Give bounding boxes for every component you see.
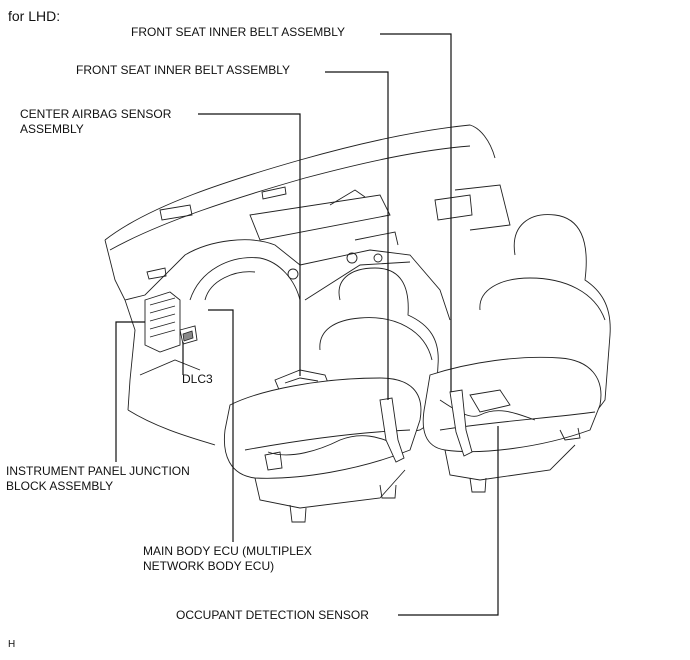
callout-center-airbag-sensor-line2: ASSEMBLY [20,122,84,136]
callout-main-body-ecu: MAIN BODY ECU (MULTIPLEX NETWORK BODY EC… [143,544,312,574]
left-front-seat [223,267,439,523]
callout-dlc3: DLC3 [182,372,213,386]
dashboard [104,124,511,446]
callout-front-seat-inner-belt-1: FRONT SEAT INNER BELT ASSEMBLY [131,25,346,39]
callout-occupant-detection-sensor: OCCUPANT DETECTION SENSOR [176,608,369,622]
callout-front-seat-inner-belt-2: FRONT SEAT INNER BELT ASSEMBLY [76,63,291,77]
right-front-seat [422,214,611,493]
diagram-header: for LHD: [8,8,61,24]
junction-block-ecu [144,291,198,353]
leader-lines [115,33,499,616]
callout-instrument-panel-junction-block-line1: INSTRUMENT PANEL JUNCTION [6,464,190,478]
callout-center-airbag-sensor: CENTER AIRBAG SENSOR ASSEMBLY [20,107,171,137]
callout-instrument-panel-junction-block-line2: BLOCK ASSEMBLY [6,479,114,493]
callout-main-body-ecu-line2: NETWORK BODY ECU) [143,559,275,573]
callout-instrument-panel-junction-block: INSTRUMENT PANEL JUNCTION BLOCK ASSEMBLY [6,464,190,494]
figure-code: H [8,639,16,650]
callout-main-body-ecu-line1: MAIN BODY ECU (MULTIPLEX [143,544,312,558]
callout-center-airbag-sensor-line1: CENTER AIRBAG SENSOR [20,107,172,121]
